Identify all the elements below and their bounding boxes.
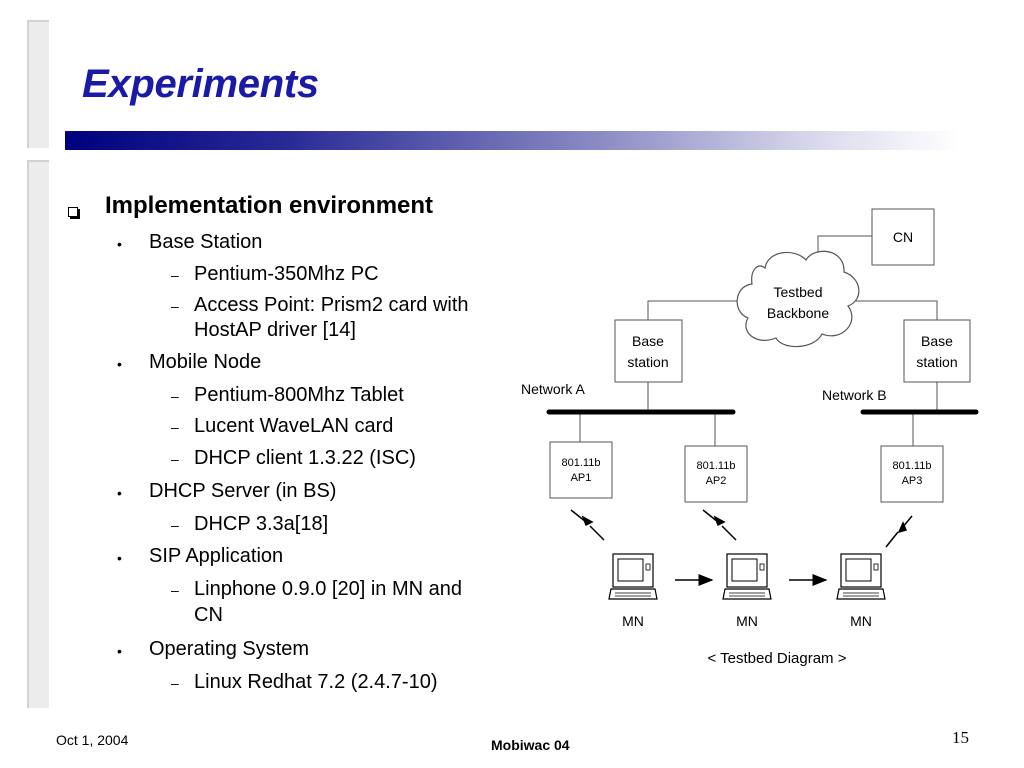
ap1-name: AP1 [571, 472, 592, 484]
footer-event: Mobiwac 04 [491, 737, 570, 753]
sub-item-continued: CN [194, 604, 223, 626]
base-station-a-line2: station [627, 354, 668, 370]
wireless-signal-icon [702, 509, 737, 541]
backbone-label-line2: Backbone [767, 305, 829, 321]
sub-item: Lucent WaveLAN card [194, 415, 394, 437]
title-gradient-rule [65, 131, 960, 150]
access-point-2: 801.11b AP2 [684, 445, 748, 503]
dash-icon: – [171, 267, 179, 283]
left-accent-bar-top [27, 20, 49, 148]
sub-item: Linux Redhat 7.2 (2.4.7-10) [194, 671, 438, 693]
mn-label: MN [850, 613, 872, 629]
bullet-dot-icon: • [117, 485, 122, 501]
item-sip-application: SIP Application [149, 545, 284, 567]
footer-date: Oct 1, 2004 [56, 732, 129, 748]
network-a-label: Network A [521, 381, 585, 397]
dash-icon: – [171, 582, 179, 598]
bullet-dot-icon: • [117, 356, 122, 372]
wireless-signal-icon [570, 509, 605, 541]
backbone-label-line1: Testbed [773, 284, 822, 300]
bullet-dot-icon: • [117, 550, 122, 566]
dash-icon: – [171, 419, 179, 435]
ap1-type: 801.11b [562, 457, 601, 469]
bullet-dot-icon: • [117, 236, 122, 252]
diagram-caption: < Testbed Diagram > [708, 650, 847, 667]
mn-label: MN [622, 613, 644, 629]
ap2-name: AP2 [706, 475, 727, 487]
page-number: 15 [952, 728, 969, 747]
cn-node: CN [871, 208, 935, 266]
laptop-icon [608, 553, 658, 600]
cn-label: CN [893, 229, 913, 245]
dash-icon: – [171, 298, 179, 314]
sub-item: Pentium-350Mhz PC [194, 263, 379, 285]
square-bullet-icon [68, 204, 78, 220]
bullet-dot-icon: • [117, 643, 122, 659]
sub-item: Pentium-800Mhz Tablet [194, 384, 404, 406]
laptop-icon [722, 553, 772, 600]
item-dhcp-server: DHCP Server (in BS) [149, 480, 337, 502]
sub-item: Linphone 0.9.0 [20] in MN and [194, 578, 462, 600]
base-station-a-line1: Base [632, 333, 664, 349]
ap3-type: 801.11b [893, 460, 932, 472]
item-base-station: Base Station [149, 231, 263, 253]
base-station-b-line1: Base [921, 333, 953, 349]
dash-icon: – [171, 517, 179, 533]
access-point-1: 801.11b AP1 [549, 441, 613, 499]
item-operating-system: Operating System [149, 638, 310, 660]
sub-item: DHCP client 1.3.22 (ISC) [194, 447, 416, 469]
base-station-b: Base station [903, 319, 971, 383]
dash-icon: – [171, 451, 179, 467]
sub-item-continued: HostAP driver [14] [194, 319, 356, 341]
section-heading: Implementation environment [105, 192, 434, 219]
sub-item: Access Point: Prism2 card with [194, 294, 469, 316]
base-station-b-line2: station [916, 354, 957, 370]
mn-label: MN [736, 613, 758, 629]
laptop-icon [836, 553, 886, 600]
backbone-cloud: Testbed Backbone [736, 250, 860, 348]
wireless-signal-icon [885, 515, 913, 548]
network-b-label: Network B [822, 387, 887, 403]
slide-title: Experiments [82, 62, 319, 106]
dash-icon: – [171, 675, 179, 691]
ap2-type: 801.11b [697, 460, 736, 472]
access-point-3: 801.11b AP3 [880, 445, 944, 503]
ap3-name: AP3 [902, 475, 923, 487]
base-station-a: Base station [614, 319, 683, 383]
sub-item: DHCP 3.3a[18] [194, 513, 329, 535]
item-mobile-node: Mobile Node [149, 351, 262, 373]
left-accent-bar-bottom [27, 160, 49, 708]
dash-icon: – [171, 388, 179, 404]
